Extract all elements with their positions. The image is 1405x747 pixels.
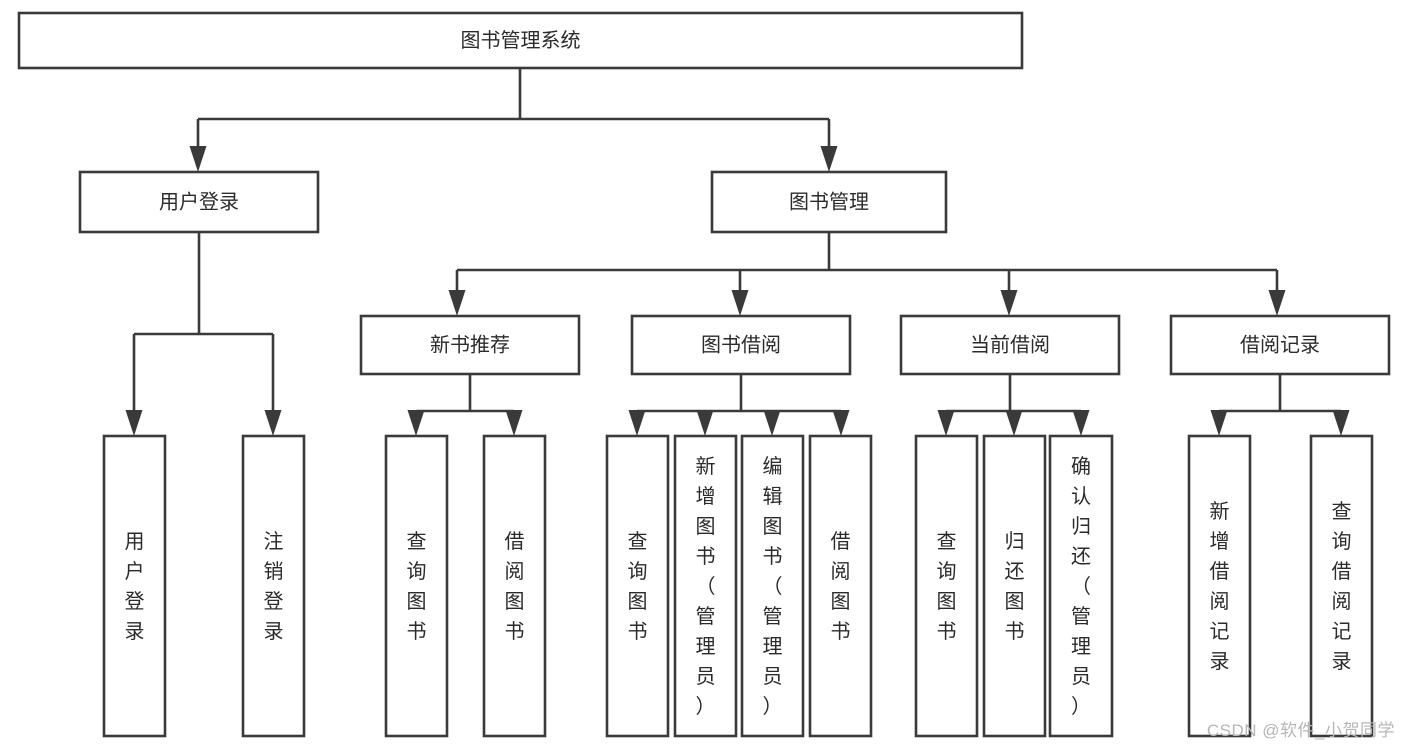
nodes-layer: 图书管理系统用户登录图书管理新书推荐图书借阅当前借阅借阅记录用户登录注销登录查询… — [17, 11, 1391, 738]
node-leaf-return-book-box[interactable] — [982, 434, 1047, 738]
node-leaf-confirm-return-box[interactable] — [1048, 434, 1114, 738]
node-root-图书管理系统-box[interactable] — [17, 11, 1024, 70]
node-borrow-record[interactable]: 借阅记录 — [1169, 314, 1391, 376]
connectors-layer — [125, 68, 1350, 436]
node-leaf-query-book-1[interactable]: 查询图书 — [384, 434, 449, 738]
group-2-leaf-drop-0-arrowhead — [937, 410, 955, 436]
group-1-leaf-drop-1-arrowhead — [696, 410, 714, 436]
node-leaf-borrow-book-2-box[interactable] — [808, 434, 873, 738]
node-leaf-logout-box[interactable] — [241, 434, 306, 738]
level2-drop-3-arrowhead — [1268, 290, 1286, 316]
node-leaf-logout-label: 注销登录 — [264, 530, 284, 643]
group-1-leaf-drop-2-arrowhead — [763, 410, 781, 436]
node-leaf-user-login-box[interactable] — [102, 434, 167, 738]
node-leaf-query-record-label: 查询借阅记录 — [1332, 500, 1352, 673]
node-book-manage-box[interactable] — [710, 170, 948, 234]
node-leaf-add-book-box[interactable] — [673, 434, 738, 738]
node-leaf-query-record[interactable]: 查询借阅记录 — [1309, 434, 1374, 738]
node-leaf-borrow-book-1[interactable]: 借阅图书 — [482, 434, 547, 738]
node-leaf-return-book[interactable]: 归还图书 — [982, 434, 1047, 738]
group-2-leaf-drop-2-arrowhead — [1072, 410, 1090, 436]
node-leaf-query-book-3-box[interactable] — [914, 434, 979, 738]
node-current-borrow[interactable]: 当前借阅 — [899, 314, 1121, 376]
node-root-图书管理系统-label: 图书管理系统 — [461, 29, 581, 52]
node-user-login-label: 用户登录 — [159, 190, 239, 213]
group-0-leaf-drop-0-arrowhead — [407, 410, 425, 436]
group-2-leaf-drop-1-arrowhead — [1005, 410, 1023, 436]
node-borrow-record-label: 借阅记录 — [1240, 333, 1320, 356]
node-new-book-recommend-box[interactable] — [359, 314, 581, 376]
node-book-borrow-label: 图书借阅 — [701, 333, 781, 356]
node-leaf-borrow-book-1-label: 借阅图书 — [505, 530, 525, 643]
node-new-book-recommend[interactable]: 新书推荐 — [359, 314, 581, 376]
group-1-leaf-drop-3-arrowhead — [832, 410, 850, 436]
node-leaf-return-book-label: 归还图书 — [1005, 530, 1025, 643]
node-user-login-box[interactable] — [78, 170, 320, 234]
node-leaf-query-book-1-label: 查询图书 — [407, 530, 427, 643]
level1-drop-0-arrowhead — [189, 146, 207, 172]
level2-drop-1-arrowhead — [731, 290, 749, 316]
csdn-watermark: CSDN @软件_小贺同学 — [1206, 721, 1395, 740]
node-leaf-edit-book-box[interactable] — [740, 434, 805, 738]
node-leaf-query-book-2-label: 查询图书 — [628, 530, 648, 643]
userlogin-leaf-drop-0-arrowhead — [125, 410, 143, 436]
node-leaf-add-record-label: 新增借阅记录 — [1210, 500, 1230, 673]
level2-drop-0-arrowhead — [448, 290, 466, 316]
node-new-book-recommend-label: 新书推荐 — [430, 333, 510, 356]
node-user-login[interactable]: 用户登录 — [78, 170, 320, 234]
node-leaf-borrow-book-2-label: 借阅图书 — [831, 530, 851, 643]
node-leaf-borrow-book-2[interactable]: 借阅图书 — [808, 434, 873, 738]
node-book-manage-label: 图书管理 — [789, 190, 869, 213]
level2-drop-2-arrowhead — [1000, 290, 1018, 316]
node-current-borrow-box[interactable] — [899, 314, 1121, 376]
node-leaf-edit-book-label: 编辑图书（管理员） — [763, 455, 783, 718]
userlogin-leaf-drop-1-arrowhead — [264, 410, 282, 436]
node-leaf-query-book-2-box[interactable] — [605, 434, 670, 738]
node-leaf-confirm-return-label: 确认归还（管理员） — [1071, 455, 1091, 718]
node-leaf-user-login[interactable]: 用户登录 — [102, 434, 167, 738]
node-leaf-query-book-2[interactable]: 查询图书 — [605, 434, 670, 738]
node-leaf-add-record[interactable]: 新增借阅记录 — [1187, 434, 1252, 738]
group-0-leaf-drop-1-arrowhead — [505, 410, 523, 436]
node-leaf-add-record-box[interactable] — [1187, 434, 1252, 738]
node-leaf-logout[interactable]: 注销登录 — [241, 434, 306, 738]
node-book-manage[interactable]: 图书管理 — [710, 170, 948, 234]
node-leaf-confirm-return[interactable]: 确认归还（管理员） — [1048, 434, 1114, 738]
node-leaf-query-book-3-label: 查询图书 — [937, 530, 957, 643]
node-current-borrow-label: 当前借阅 — [970, 333, 1050, 356]
node-root-图书管理系统[interactable]: 图书管理系统 — [17, 11, 1024, 70]
node-leaf-query-record-box[interactable] — [1309, 434, 1374, 738]
node-book-borrow-box[interactable] — [630, 314, 852, 376]
node-leaf-query-book-1-box[interactable] — [384, 434, 449, 738]
level1-drop-1-arrowhead — [820, 146, 838, 172]
node-leaf-edit-book[interactable]: 编辑图书（管理员） — [740, 434, 805, 738]
node-book-borrow[interactable]: 图书借阅 — [630, 314, 852, 376]
node-leaf-user-login-label: 用户登录 — [125, 531, 145, 643]
node-leaf-add-book[interactable]: 新增图书（管理员） — [673, 434, 738, 738]
group-3-leaf-drop-0-arrowhead — [1210, 410, 1228, 436]
node-leaf-query-book-3[interactable]: 查询图书 — [914, 434, 979, 738]
node-borrow-record-box[interactable] — [1169, 314, 1391, 376]
group-1-leaf-drop-0-arrowhead — [628, 410, 646, 436]
group-3-leaf-drop-1-arrowhead — [1332, 410, 1350, 436]
node-leaf-add-book-label: 新增图书（管理员） — [696, 455, 716, 718]
node-leaf-borrow-book-1-box[interactable] — [482, 434, 547, 738]
